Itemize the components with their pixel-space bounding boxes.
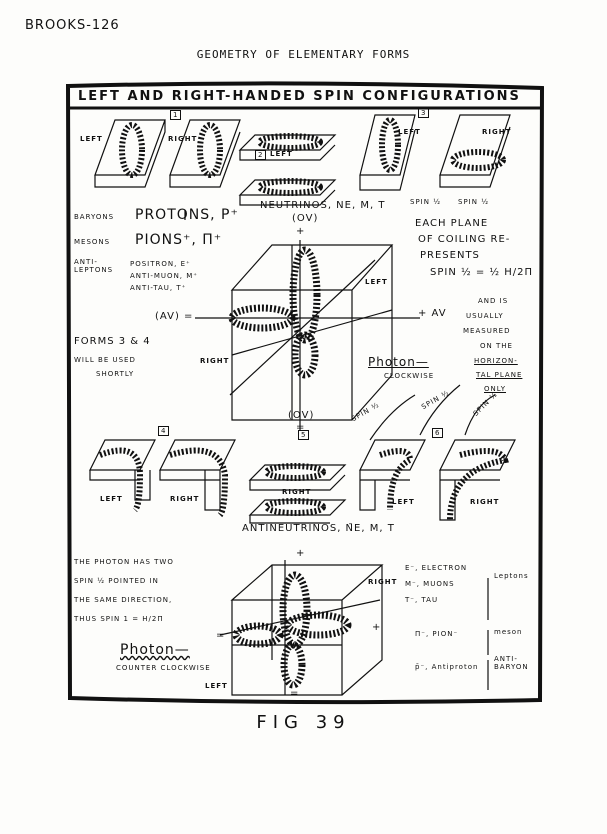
- photon-note-2: SPIN ½ POINTED IN: [74, 577, 159, 585]
- figure-caption: FIG 39: [256, 712, 351, 733]
- figure-heading: LEFT AND RIGHT-HANDED SPIN CONFIGURATION…: [78, 89, 521, 104]
- measure-note-3: MEASURED: [463, 327, 511, 335]
- label-left: LEFT: [80, 135, 103, 143]
- spin-note-1: EACH PLANE: [415, 218, 489, 229]
- center-cube: [195, 240, 420, 430]
- measure-note-1: AND IS: [478, 297, 509, 305]
- label-right: RIGHT: [168, 135, 198, 143]
- photon-label: Photon—: [368, 355, 429, 369]
- page-id: BROOKS-126: [25, 18, 120, 33]
- photon-note-direction: COUNTER CLOCKWISE: [116, 664, 211, 672]
- form2-left-label: LEFT: [270, 150, 293, 158]
- middle-left-label-c: LEFT: [392, 498, 415, 506]
- page-title: GEOMETRY OF ELEMENTARY FORMS: [196, 48, 411, 61]
- middle-row-blocks: [89, 439, 516, 524]
- measure-note-5: HORIZON-: [474, 357, 518, 365]
- group-meson: meson: [494, 628, 523, 636]
- center-right-axis: + AV: [418, 308, 447, 319]
- group-leptons: Leptons: [494, 572, 529, 580]
- middle-right-label-a: RIGHT: [170, 495, 200, 503]
- spin-note-3: PRESENTS: [420, 250, 480, 261]
- form3-left-label: LEFT: [398, 128, 421, 136]
- measure-note-2: USUALLY: [466, 312, 504, 320]
- baryons-items: PROTONS, p⁺: [135, 207, 239, 223]
- bottom-left-label: LEFT: [205, 682, 228, 690]
- form-number-3: 3: [418, 108, 430, 118]
- forms-note-1: FORMS 3 & 4: [74, 336, 151, 347]
- forms-note-3: SHORTLY: [96, 370, 135, 378]
- forms-note-2: WILL BE USED: [74, 356, 136, 364]
- top-row-coils: [119, 117, 506, 196]
- bottom-eq-left: =: [216, 630, 226, 641]
- measure-note-7: ONLY: [484, 385, 506, 393]
- spin-half-label-1: SPIN ½: [410, 198, 441, 206]
- form-number-5: 5: [298, 430, 310, 440]
- clockwise-label: CLOCKWISE: [384, 372, 435, 380]
- group-anti-baryon: ANTI-BARYON: [494, 655, 529, 671]
- middle-left-label-a: LEFT: [100, 495, 123, 503]
- form-number-4: 4: [158, 426, 170, 436]
- top-row-blocks: [94, 114, 511, 206]
- center-eq-bottom: =: [296, 422, 306, 433]
- center-bottom-ov: (OV): [288, 410, 315, 421]
- group-baryons: BARYONS: [74, 213, 115, 221]
- neutrinos-label: NEUTRINOS, νe, μ, τ: [260, 200, 386, 211]
- spin-half-label-2: SPIN ½: [458, 198, 489, 206]
- group-anti-leptons: ANTI-LEPTONS: [74, 258, 114, 274]
- photon-note-photon: Photon—: [120, 642, 190, 658]
- center-left-axis: (AV) =: [155, 311, 194, 322]
- middle-right-label-b: RIGHT: [282, 488, 312, 496]
- measure-note-6: TAL PLANE: [476, 371, 523, 379]
- bottom-plus-top: +: [296, 548, 306, 559]
- photon-note-1: THE PHOTON HAS TWO: [74, 558, 174, 566]
- center-right-label: RIGHT: [200, 357, 230, 365]
- antineutrinos-label: ANTINEUTRINOS, ν̄e, μ, τ: [242, 523, 395, 534]
- center-coils: [228, 246, 321, 379]
- measure-note-4: ON THE: [480, 342, 513, 350]
- bottom-plus-right: +: [372, 622, 382, 633]
- antiproton-items: p̄⁻, Antiproton: [415, 663, 479, 671]
- mesons-items: PIONS⁺, π⁺: [135, 232, 223, 248]
- anti-leptons-items: POSITRON, e⁺ ANTI-MUON, μ⁺ ANTI-TAU, τ⁺: [130, 260, 198, 292]
- center-left-label: LEFT: [365, 278, 388, 286]
- form3-right-label: RIGHT: [482, 128, 512, 136]
- photon-note-4: THUS SPIN 1 = h/2π: [74, 615, 164, 623]
- center-plus-top: +: [296, 226, 306, 237]
- group-mesons: MESONS: [74, 238, 111, 246]
- spin-formula: SPIN ½ = ½ h/2π: [430, 267, 534, 278]
- leptons-items: e⁻, ELECTRON μ⁻, MUONS τ⁻, TAU: [405, 564, 468, 604]
- frame-border: [65, 81, 545, 705]
- form-number-2: 2: [255, 150, 267, 160]
- middle-row-coils: [98, 447, 509, 521]
- bottom-coils: [232, 571, 352, 689]
- center-top-ov: (OV): [292, 213, 319, 224]
- photon-note-3: THE SAME DIRECTION,: [74, 596, 173, 604]
- pion-items: π⁻, PION⁻: [415, 630, 459, 638]
- bottom-right-label: RIGHT: [368, 578, 398, 586]
- bottom-eq-bottom: =: [290, 688, 300, 699]
- form-number-6: 6: [432, 428, 444, 438]
- spin-note-2: OF COILING RE-: [418, 234, 511, 245]
- middle-right-label-c: RIGHT: [470, 498, 500, 506]
- form-number-1: 1: [170, 110, 182, 120]
